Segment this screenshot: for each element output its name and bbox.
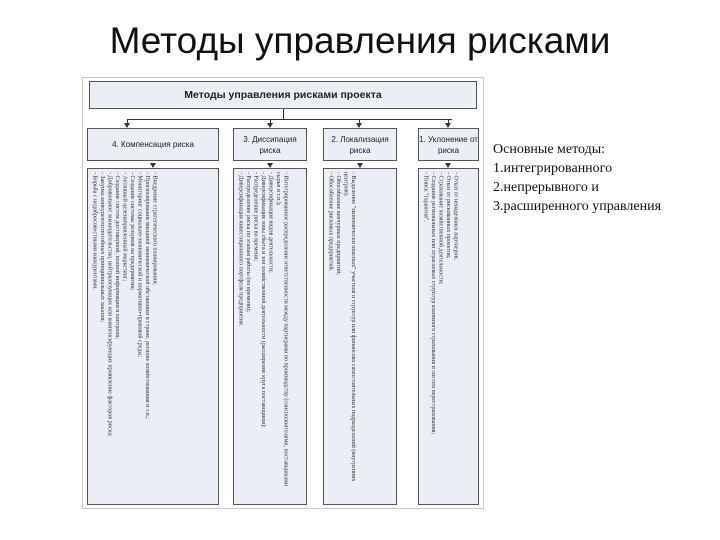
connector [448, 119, 449, 124]
method-item: - Диверсификация видов деятельности; [267, 172, 274, 273]
localization-details: - Выделение "экономически опасных" участ… [323, 168, 397, 505]
compensation-details: - Внедрение стратегического планирования… [87, 168, 219, 505]
method-compensation: 4. Компенсация риска [87, 128, 219, 161]
method-dissipation: 3. Диссипация риска [233, 128, 307, 161]
side-item: 3.расширенного управления [493, 199, 662, 214]
arrow-icon [150, 163, 156, 168]
method-item: - Интегрированное распределение ответств… [275, 172, 289, 487]
root-box: Методы управления рисками проекта [89, 81, 477, 109]
side-text: Основные методы: 1.интегрированного 2.не… [493, 140, 661, 216]
method-item: - Обособление рисковых предприятий. [327, 172, 334, 272]
side-item: 1.интегрированного [493, 161, 613, 176]
connector [270, 119, 271, 124]
method-item: - Распределение риска по этапам работы (… [245, 172, 251, 313]
avoidance-details: - Отказ от ненадежных партнеров;- Отказ … [418, 168, 479, 505]
arrow-icon [357, 163, 363, 168]
arrow-icon [267, 123, 273, 128]
method-item: - Внедрение стратегического планирования… [151, 172, 158, 285]
risk-methods-diagram: Методы управления рисками проекта 4. Ком… [82, 77, 484, 509]
side-heading: Основные методы: [493, 142, 606, 157]
method-item: - Обособление венчурных предприятий; [335, 172, 341, 276]
connector [359, 119, 360, 124]
method-item: - Выделение "экономически опасных" участ… [342, 172, 357, 482]
method-item: - Отказ от рискованных проектов; [445, 172, 451, 259]
method-avoidance: 1. Уклонение от риска [418, 128, 479, 161]
method-item: - Отказ от ненадежных партнеров; [452, 172, 459, 260]
method-item: - Распределение риска во времени; [252, 172, 259, 262]
method-item: - Диверсификация инвестиционного портфел… [237, 172, 244, 327]
arrow-icon [445, 163, 451, 168]
method-item: - Закупка конкурентоспособных принципиал… [99, 172, 105, 322]
method-item: - Активный целенаправленный маркетинг; [121, 172, 128, 282]
arrow-icon [356, 123, 362, 128]
connector [127, 119, 452, 120]
method-item: - Добровольное законодательство, нейтрал… [106, 172, 113, 437]
method-item: - Поиск "гарантов". [422, 172, 429, 222]
method-item: - Страхование хозяйственной деятельности… [437, 172, 444, 285]
method-item: - Создание систем достоверной, полной ин… [114, 172, 120, 339]
method-item: - Диверсификация зоны сбыта и зон хозяйс… [260, 172, 266, 428]
connector [283, 109, 284, 119]
side-item: 2.непрерывного и [493, 180, 599, 195]
arrow-icon [124, 123, 130, 128]
method-localization: 2. Локализация риска [323, 128, 397, 161]
method-item: - Прогнозирование внешней экономической … [144, 172, 150, 419]
connector [127, 119, 128, 124]
dissipation-details: - Интегрированное распределение ответств… [233, 168, 307, 505]
arrow-icon [267, 163, 273, 168]
method-item: - Создание региональных или отраслевых с… [430, 172, 436, 435]
method-item: - Борьба с недобросовестными конкурентам… [91, 172, 98, 290]
arrow-icon [445, 123, 451, 128]
method-item: - Создание системы резервов на предприят… [129, 172, 135, 291]
method-item: - Мониторинг социально-экономической и н… [136, 172, 143, 358]
slide-title: Методы управления рисками [109, 20, 611, 61]
